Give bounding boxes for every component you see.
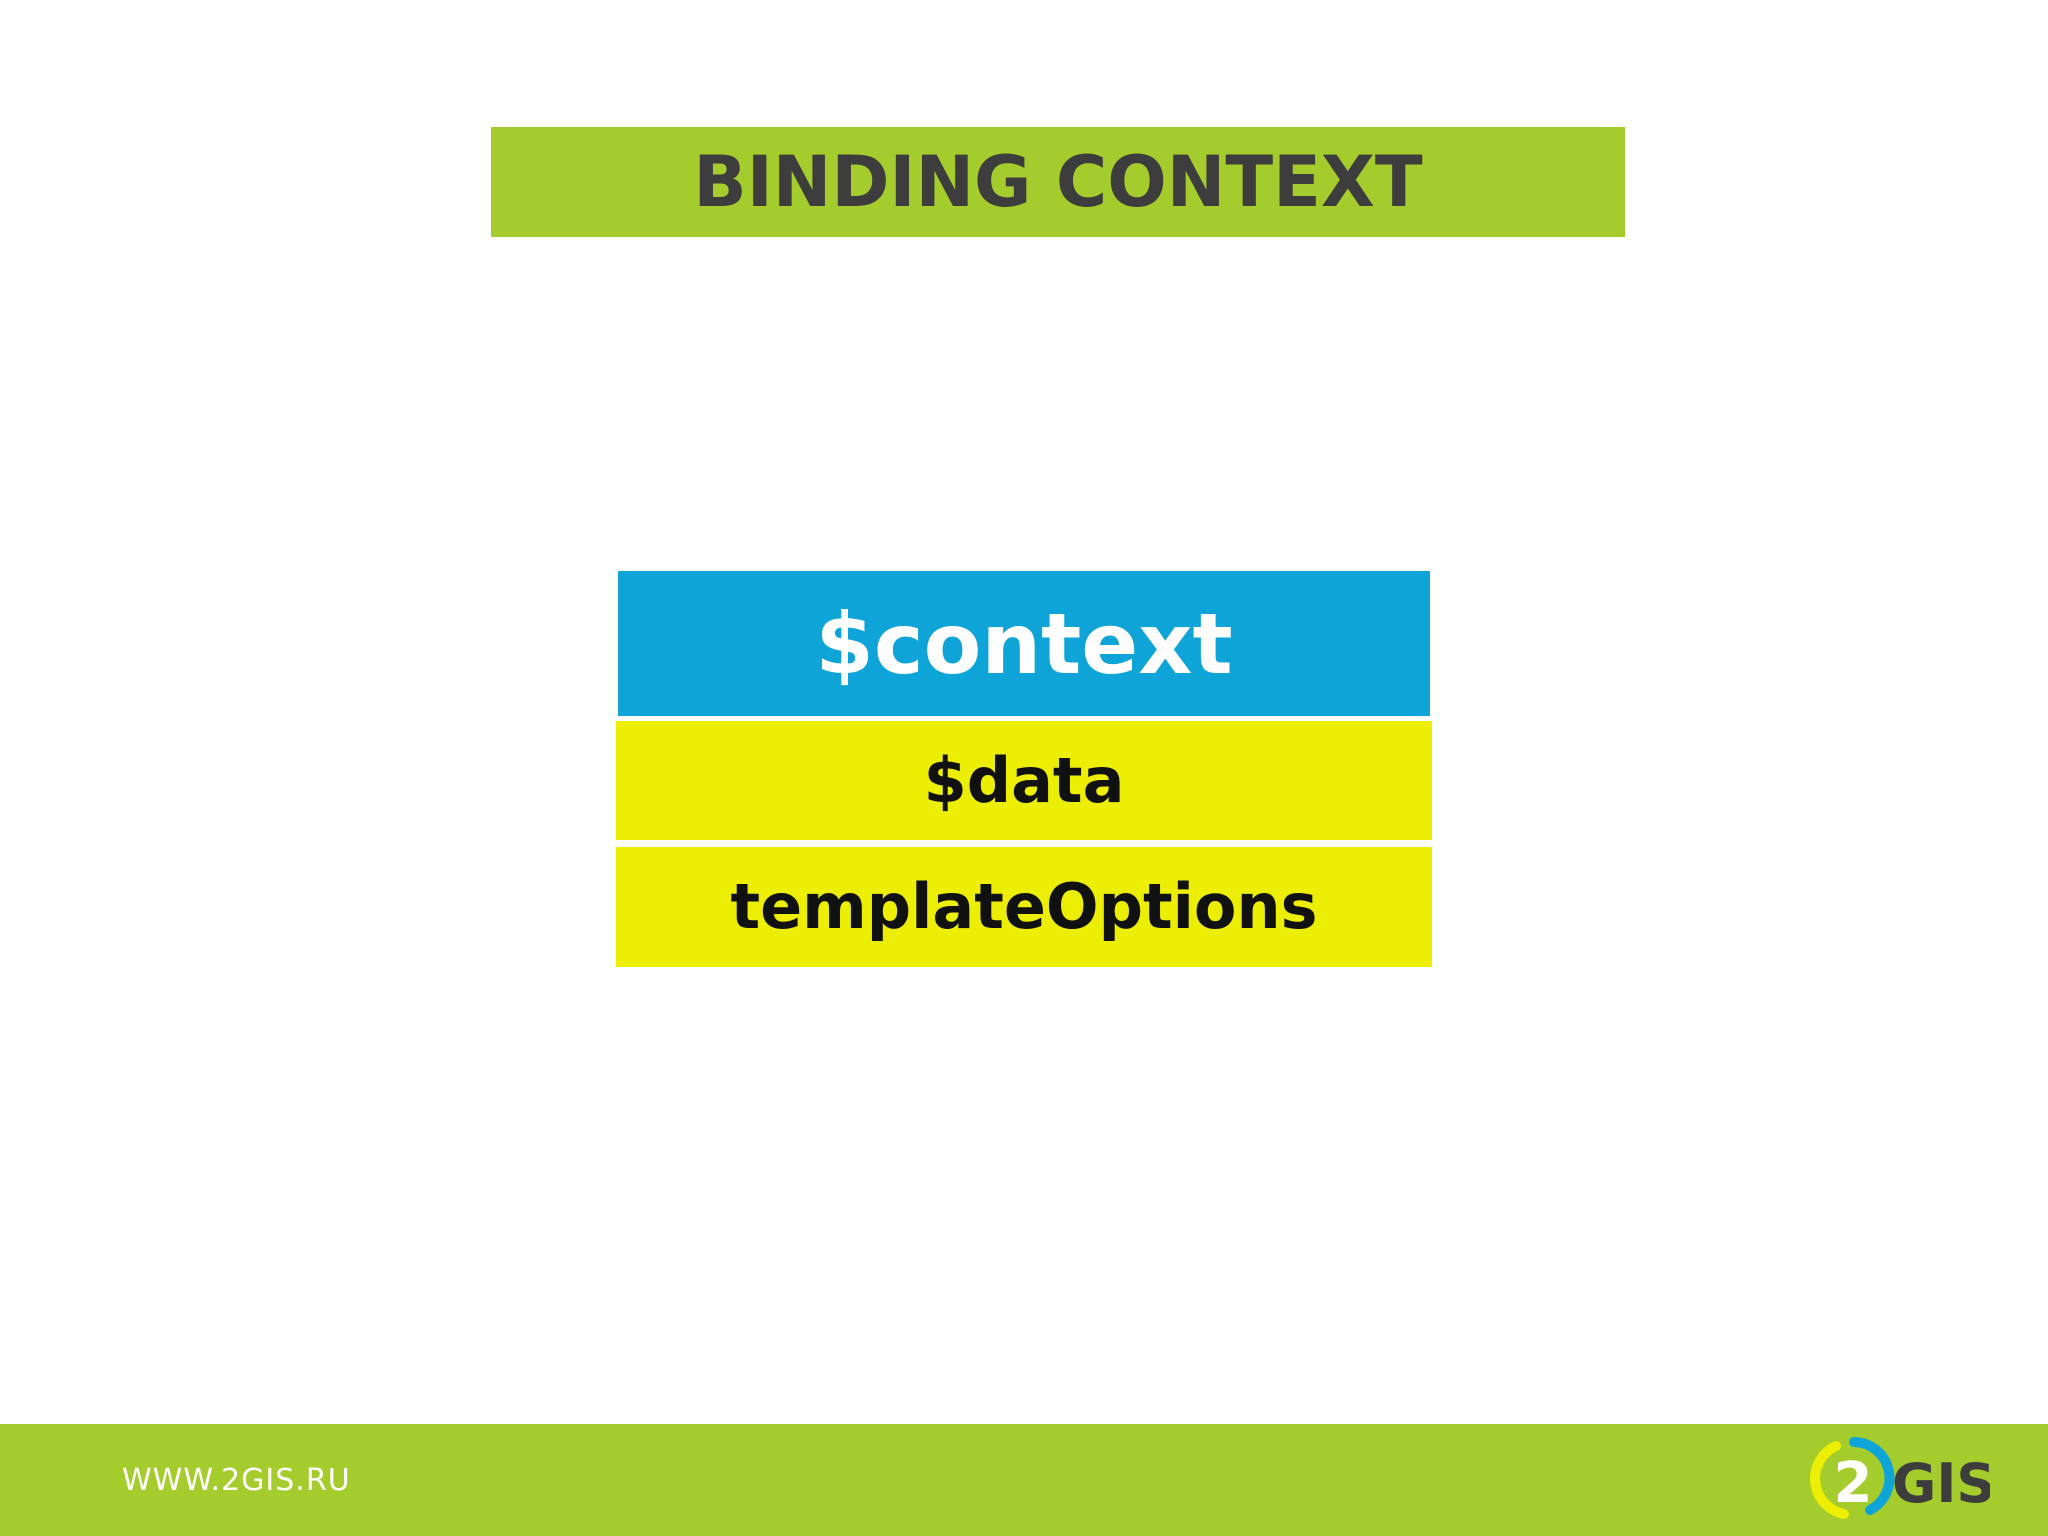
footer-url: WWW.2GIS.RU xyxy=(122,1463,351,1498)
2gis-logo-icon: 2 GIS xyxy=(1810,1437,1990,1519)
template-options-label: templateOptions xyxy=(730,870,1318,943)
footer-bar xyxy=(0,1424,2048,1536)
svg-text:GIS: GIS xyxy=(1892,1452,1990,1515)
data-label: $data xyxy=(923,743,1125,817)
context-block: $context xyxy=(618,571,1430,716)
template-options-block: templateOptions xyxy=(616,847,1432,967)
svg-text:2: 2 xyxy=(1834,1451,1873,1516)
title-banner: BINDING CONTEXT xyxy=(491,127,1625,237)
data-block: $data xyxy=(616,721,1432,840)
context-label: $context xyxy=(815,594,1233,693)
slide-title: BINDING CONTEXT xyxy=(693,141,1423,223)
